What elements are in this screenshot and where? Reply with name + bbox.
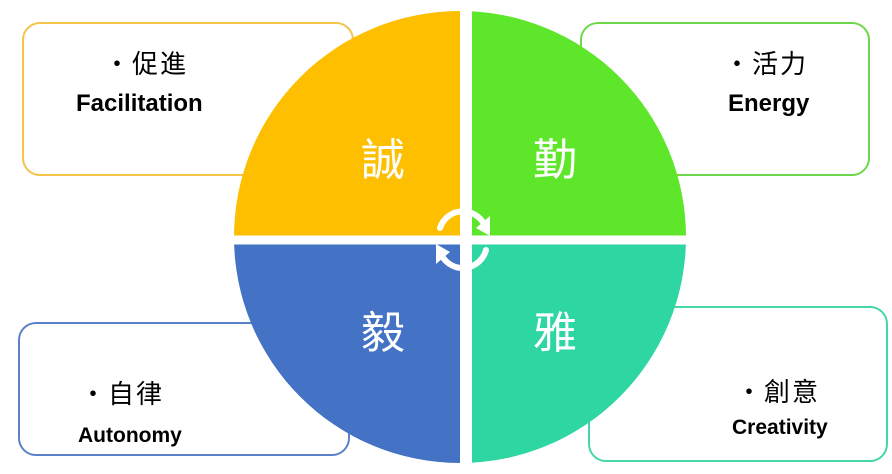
label-autonomy-zh: ・自律 [80,380,165,410]
quadrant-ya [460,237,686,463]
quadrant-qin [460,11,686,237]
label-creativity-zh: ・創意 [736,378,821,408]
char-qin: 勤 [533,135,577,186]
circular-arrows-icon [436,208,490,271]
label-autonomy-en: Autonomy [78,424,182,447]
char-ya: 雅 [533,308,577,359]
quadrant-cheng [234,11,460,237]
label-facilitation-zh: ・促進 [104,50,189,80]
label-energy-zh: ・活力 [724,50,809,80]
label-energy-en: Energy [728,90,810,117]
label-facilitation-en: Facilitation [76,90,203,117]
char-cheng: 誠 [361,135,405,186]
char-yi: 毅 [361,308,405,359]
label-creativity-en: Creativity [732,416,828,439]
quadrant-yi [234,237,460,463]
